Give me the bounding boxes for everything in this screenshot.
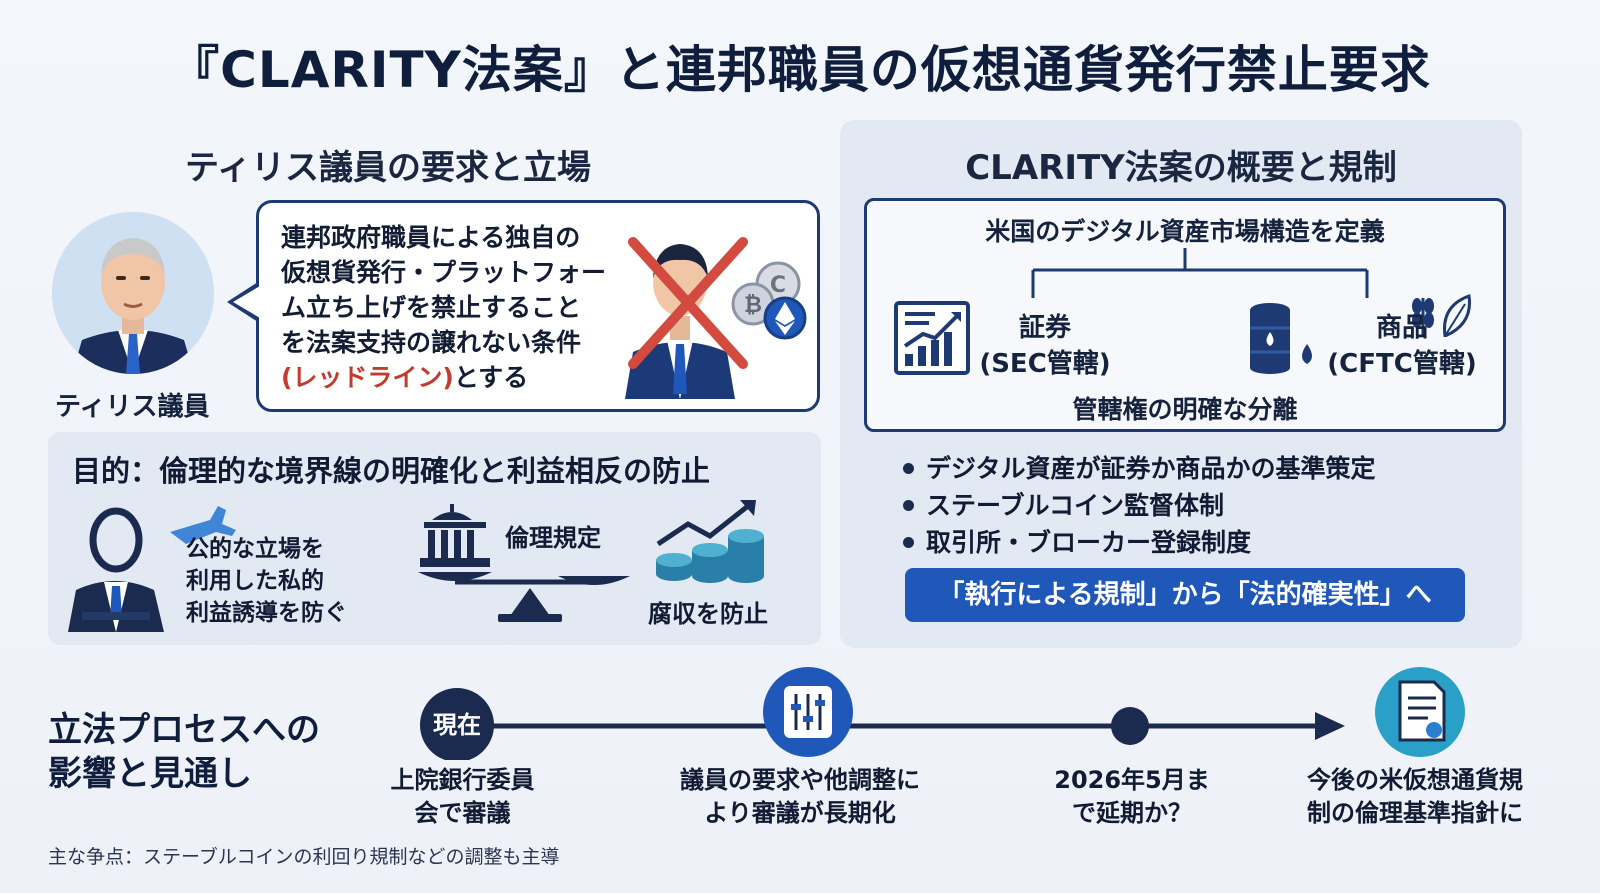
footnote: 主な争点：ステーブルコインの利回り規制などの調整も主導 bbox=[48, 846, 560, 868]
purpose-heading: 目的：倫理的な境界線の明確化と利益相反の防止 bbox=[72, 454, 711, 488]
oil-barrel-icon bbox=[1250, 303, 1312, 374]
portrait-illustration-icon bbox=[52, 212, 214, 374]
timeline-now-label: 現在 bbox=[433, 711, 481, 739]
official-with-plane-icon bbox=[68, 506, 236, 632]
definition-box bbox=[864, 198, 1506, 432]
jurisdiction-separation-label: 管轄権の明確な分離 bbox=[1072, 395, 1298, 424]
purpose-item-ethics: 倫理規定 bbox=[505, 524, 601, 552]
timeline-step-line: より審議が長期化 bbox=[704, 799, 896, 827]
speech-bubble-text: 連邦政府職員による独自の 仮想貨発行・プラットフォー ム立ち上げを禁止すること … bbox=[281, 220, 611, 395]
red-line-label: (レッドライン) bbox=[281, 363, 454, 392]
timeline-track bbox=[420, 667, 1465, 760]
bubble-line: (レッドライン)とする bbox=[281, 360, 611, 395]
commodities-jurisdiction: (CFTC管轄) bbox=[1327, 349, 1477, 379]
timeline-heading: 立法プロセスへの 影響と見通し bbox=[48, 708, 320, 796]
purpose-item-private-gain: 公的な立場を 利用した私的 利益誘導を防ぐ bbox=[186, 533, 347, 629]
clarity-bullet: 取引所・ブローカー登録制度 bbox=[903, 523, 1251, 559]
definition-title: 米国のデジタル資産市場構造を定義 bbox=[985, 217, 1385, 246]
timeline-heading-line: 影響と見通し bbox=[48, 754, 252, 794]
portrait-label: ティリス議員 bbox=[55, 392, 210, 422]
securities-name: 証券 bbox=[1018, 313, 1071, 343]
page-title: 『CLARITY法案』と連邦職員の仮想通貨発行禁止要求 bbox=[169, 41, 1431, 99]
bubble-line: ム立ち上げを禁止すること bbox=[281, 293, 582, 322]
tillis-section-heading: ティリス議員の要求と立場 bbox=[185, 148, 591, 188]
purpose-line: 利用した私的 bbox=[186, 568, 324, 594]
timeline-step-line: で延期か？ bbox=[1072, 799, 1192, 827]
coins-growth-icon bbox=[656, 500, 764, 583]
wheat-leaf-icon bbox=[1412, 293, 1471, 337]
tillis-portrait bbox=[52, 212, 214, 374]
bubble-line: 連邦政府職員による独自の bbox=[281, 223, 581, 252]
timeline-step-postpone: 2026年5月ま で延期か？ bbox=[1032, 764, 1232, 830]
bubble-line: 仮想貨発行・プラットフォー bbox=[281, 258, 607, 287]
speech-bubble-tail-fill bbox=[233, 286, 260, 318]
clarity-heading: CLARITY法案の概要と規制 bbox=[965, 148, 1397, 188]
timeline-step-line: 上院銀行委員 bbox=[390, 766, 535, 794]
legal-certainty-banner: 「執行による規制」から「法的確実性」へ bbox=[905, 568, 1465, 622]
bubble-line: を法案支持の譲れない条件 bbox=[281, 328, 582, 357]
purpose-item-anticorruption: 腐収を防止 bbox=[648, 600, 768, 628]
timeline-step-line: 2026年5月ま bbox=[1054, 766, 1210, 794]
securities-label: 証券 (SEC管轄) bbox=[975, 310, 1115, 382]
commodities-label: 商品 (CFTC管轄) bbox=[1322, 310, 1482, 382]
banned-official-icon: C ₿ bbox=[625, 237, 807, 399]
commodities-name: 商品 bbox=[1375, 313, 1428, 343]
timeline-step-line: 議員の要求や他調整に bbox=[680, 766, 920, 794]
timeline-step-line: 今後の米仮想通貨規 bbox=[1307, 766, 1523, 794]
purpose-line: 利益誘導を防ぐ bbox=[186, 600, 347, 626]
timeline-step-prolonged: 議員の要求や他調整に より審議が長期化 bbox=[650, 764, 950, 830]
svg-text:₿: ₿ bbox=[744, 293, 762, 318]
capitol-scale-icon bbox=[418, 504, 630, 622]
timeline-step-guideline: 今後の米仮想通貨規 制の倫理基準指針に bbox=[1280, 764, 1550, 830]
securities-chart-icon bbox=[894, 301, 970, 375]
bubble-line-end: とする bbox=[453, 363, 529, 392]
timeline-step-line: 会で審議 bbox=[414, 799, 511, 827]
securities-jurisdiction: (SEC管轄) bbox=[979, 349, 1111, 379]
branch-connector bbox=[1031, 248, 1369, 298]
clarity-bullet: デジタル資産が証券か商品かの基準策定 bbox=[903, 449, 1376, 485]
deadline-marker bbox=[1111, 707, 1149, 745]
purpose-line: 公的な立場を bbox=[186, 536, 324, 562]
now-marker bbox=[420, 688, 494, 760]
timeline-heading-line: 立法プロセスへの bbox=[48, 710, 320, 750]
timeline-step-line: 制の倫理基準指針に bbox=[1307, 799, 1523, 827]
timeline-step-committee: 上院銀行委員 会で審議 bbox=[365, 764, 560, 830]
svg-text:C: C bbox=[770, 273, 786, 298]
clarity-bullet: ステーブルコイン監督体制 bbox=[903, 486, 1224, 522]
